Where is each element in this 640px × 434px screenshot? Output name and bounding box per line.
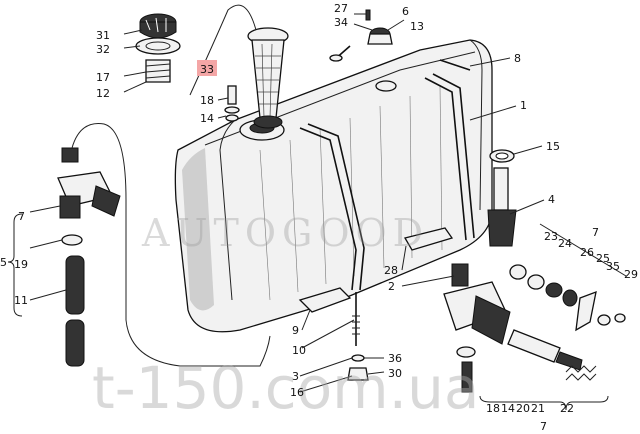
label-29: 29 — [624, 268, 638, 281]
label-32: 32 — [96, 43, 110, 56]
label-18: 18 — [200, 94, 214, 107]
label-14-bottom: 14 — [501, 402, 515, 415]
label-10: 10 — [292, 344, 306, 357]
label-28: 28 — [384, 264, 398, 277]
watermark-center: AUTOGOOD — [141, 211, 429, 255]
label-15: 15 — [546, 140, 560, 153]
filler-cap-assembly — [135, 13, 181, 83]
fuel-gauge-sender — [365, 9, 393, 45]
strainer-33 — [247, 27, 289, 129]
tank-straps — [298, 73, 475, 313]
label-7-right: 7 — [592, 226, 599, 239]
pin-8 — [329, 45, 351, 62]
label-8: 8 — [514, 52, 521, 65]
label-11: 11 — [14, 294, 28, 307]
label-30: 30 — [388, 367, 402, 380]
label-1: 1 — [520, 99, 527, 112]
label-7-bottom: 7 — [540, 420, 547, 433]
watermark-bottom: t-150.com.ua — [92, 354, 479, 422]
fuel-valve-right — [443, 263, 511, 393]
leader-lines — [29, 13, 545, 393]
bolt-18-14-top — [224, 85, 240, 122]
label-21: 21 — [531, 402, 545, 415]
fuel-valve-left — [57, 147, 121, 246]
label-31: 31 — [96, 29, 110, 42]
label-17: 17 — [96, 71, 110, 84]
label-33: 33 — [200, 63, 214, 76]
label-4: 4 — [548, 193, 555, 206]
label-13: 13 — [410, 20, 424, 33]
gasket-15 — [489, 149, 515, 163]
label-3: 3 — [292, 370, 299, 383]
label-20: 20 — [516, 402, 530, 415]
label-18-bottom: 18 — [486, 402, 500, 415]
label-26: 26 — [580, 246, 594, 259]
hose-11 — [65, 255, 85, 367]
fuel-tank — [174, 39, 493, 333]
label-25: 25 — [596, 252, 610, 265]
pipe-4 — [487, 167, 517, 247]
label-6: 6 — [402, 5, 409, 18]
label-34: 34 — [334, 16, 348, 29]
valve-small-parts — [507, 264, 626, 381]
strap-bolt — [347, 292, 369, 381]
label-16: 16 — [290, 386, 304, 399]
highlight-box-33 — [197, 60, 217, 76]
label-27: 27 — [334, 2, 348, 15]
label-12: 12 — [96, 87, 110, 100]
label-7-left: 7 — [18, 210, 25, 223]
label-14: 14 — [200, 112, 214, 125]
label-24: 24 — [558, 237, 572, 250]
label-36: 36 — [388, 352, 402, 365]
label-5: 5 — [0, 256, 7, 269]
label-23: 23 — [544, 230, 558, 243]
label-2: 2 — [388, 280, 395, 293]
label-22: 22 — [560, 402, 574, 415]
label-35: 35 — [606, 260, 620, 273]
label-19: 19 — [14, 258, 28, 271]
label-9: 9 — [292, 324, 299, 337]
